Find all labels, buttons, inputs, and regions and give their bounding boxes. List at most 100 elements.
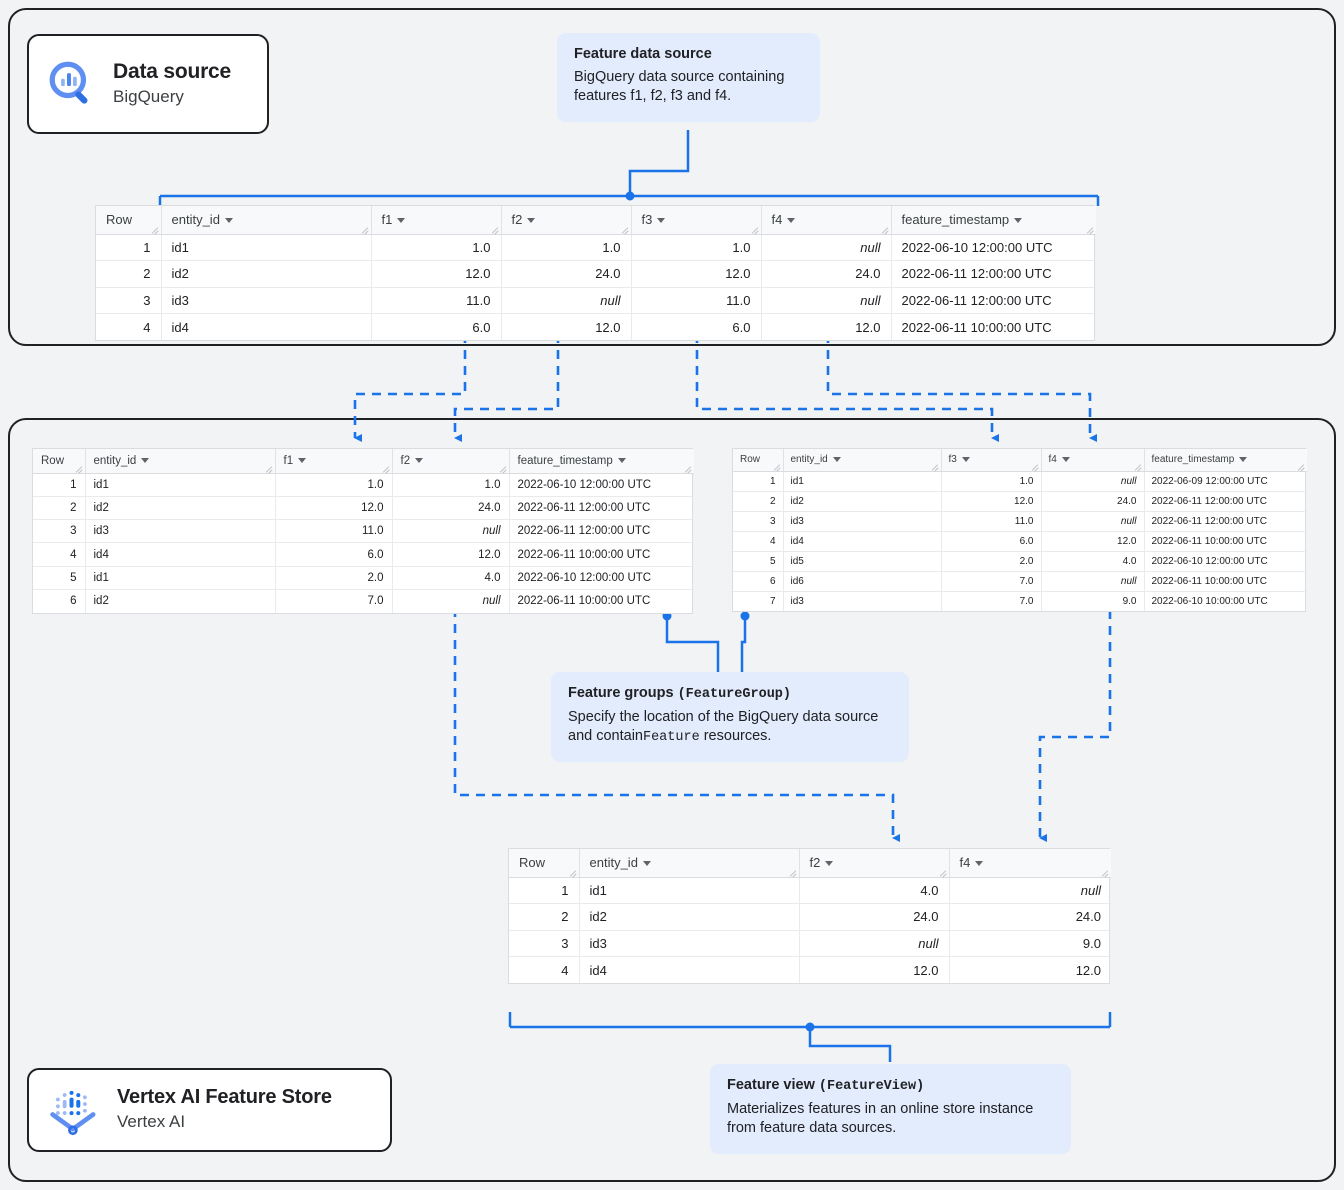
chevron-down-icon[interactable] — [825, 861, 834, 867]
chevron-down-icon[interactable] — [224, 218, 233, 224]
column-header-label: f4 — [771, 212, 783, 228]
column-resize-handle-icon[interactable] — [265, 464, 273, 472]
column-resize-handle-icon[interactable] — [1297, 462, 1305, 470]
column-resize-handle-icon[interactable] — [491, 225, 499, 233]
note-body: BigQuery data source containing features… — [574, 69, 785, 105]
cell-feature-timestamp: 2022-06-11 10:00:00 UTC — [901, 319, 1052, 335]
note-title-plain: Feature view — [727, 1077, 819, 1093]
column-resize-handle-icon[interactable] — [499, 464, 507, 472]
column-header-label: Row — [740, 454, 761, 466]
column-header-f2[interactable]: f2 — [392, 449, 510, 474]
cell-feature-timestamp: 2022-06-11 12:00:00 UTC — [509, 519, 694, 544]
column-header-feature-timestamp[interactable]: feature_timestamp — [509, 449, 694, 474]
column-header-label: f1 — [381, 212, 393, 228]
chevron-down-icon[interactable] — [961, 457, 970, 463]
column-resize-handle-icon[interactable] — [382, 464, 390, 472]
column-resize-handle-icon[interactable] — [569, 868, 577, 876]
cell-f2: 12.0 — [392, 542, 510, 567]
column-resize-handle-icon[interactable] — [751, 225, 759, 233]
column-header-entity-id[interactable]: entity_id — [161, 206, 372, 235]
chevron-down-icon[interactable] — [1061, 457, 1070, 463]
cell-row: 1 — [33, 473, 86, 497]
cell-row: 5 — [733, 551, 784, 572]
column-header-feature-timestamp[interactable]: feature_timestamp — [1144, 449, 1307, 472]
column-header-entity-id[interactable]: entity_id — [579, 849, 800, 878]
vertex-ai-feature-store-icon — [47, 1083, 101, 1137]
column-resize-handle-icon[interactable] — [931, 462, 939, 470]
cell-f2: 4.0 — [392, 566, 510, 590]
column-resize-handle-icon[interactable] — [151, 225, 159, 233]
column-header-row[interactable]: Row — [733, 449, 784, 472]
column-header-f3[interactable]: f3 — [941, 449, 1042, 472]
feature-groups-note: Feature groups (FeatureGroup) Specify th… — [551, 672, 909, 763]
chevron-down-icon[interactable] — [1239, 457, 1248, 463]
chevron-down-icon[interactable] — [832, 457, 841, 463]
chevron-down-icon[interactable] — [415, 458, 424, 464]
column-header-label: feature_timestamp — [1151, 454, 1235, 466]
cell-row: 1 — [733, 471, 784, 492]
column-header-row[interactable]: Row — [96, 206, 162, 235]
column-resize-handle-icon[interactable] — [881, 225, 889, 233]
column-header-f1[interactable]: f1 — [275, 449, 393, 474]
chevron-down-icon[interactable] — [642, 861, 651, 867]
column-header-entity-id[interactable]: entity_id — [783, 449, 942, 472]
chevron-down-icon[interactable] — [787, 218, 796, 224]
column-resize-handle-icon[interactable] — [1134, 462, 1142, 470]
column-header-label: f2 — [809, 855, 821, 871]
chevron-down-icon[interactable] — [527, 218, 536, 224]
column-header-f4[interactable]: f4 — [949, 849, 1111, 878]
chevron-down-icon[interactable] — [1014, 218, 1023, 224]
column-header-f3[interactable]: f3 — [631, 206, 762, 235]
chevron-down-icon[interactable] — [617, 458, 626, 464]
chevron-down-icon[interactable] — [975, 861, 984, 867]
column-header-label: f2 — [400, 454, 411, 467]
note-title: Feature view (FeatureView) — [727, 1077, 1054, 1094]
column-header-f4[interactable]: f4 — [1041, 449, 1145, 472]
column-header-label: f2 — [511, 212, 523, 228]
cell-f3: 6.0 — [941, 531, 1042, 552]
column-resize-handle-icon[interactable] — [1031, 462, 1039, 470]
chevron-down-icon[interactable] — [397, 218, 406, 224]
chevron-down-icon[interactable] — [298, 458, 307, 464]
column-header-label: entity_id — [171, 212, 220, 228]
column-header-entity-id[interactable]: entity_id — [85, 449, 276, 474]
cell-entity-id: id4 — [161, 313, 372, 340]
chevron-down-icon[interactable] — [141, 458, 150, 464]
cell-f2: null — [501, 287, 632, 314]
column-resize-handle-icon[interactable] — [1086, 225, 1094, 233]
cell-entity-id: id1 — [85, 566, 276, 590]
column-resize-handle-icon[interactable] — [75, 464, 83, 472]
column-header-row[interactable]: Row — [509, 849, 580, 878]
column-resize-handle-icon[interactable] — [939, 868, 947, 876]
cell-feature-timestamp: 2022-06-11 12:00:00 UTC — [1144, 491, 1307, 512]
column-resize-handle-icon[interactable] — [1101, 868, 1109, 876]
cell-row: 3 — [509, 930, 580, 957]
cell-f2: null — [392, 589, 510, 613]
cell-f2: 4.0 — [799, 877, 950, 904]
column-header-f1[interactable]: f1 — [371, 206, 502, 235]
column-header-f2[interactable]: f2 — [501, 206, 632, 235]
cell-entity-id: id3 — [579, 930, 800, 957]
cell-entity-id: id2 — [85, 496, 276, 521]
column-header-f2[interactable]: f2 — [799, 849, 950, 878]
column-resize-handle-icon[interactable] — [789, 868, 797, 876]
cell-feature-timestamp: 2022-06-10 12:00:00 UTC — [509, 473, 694, 497]
column-header-feature-timestamp[interactable]: feature_timestamp — [891, 206, 1096, 235]
feature-view-note: Feature view (FeatureView) Materializes … — [710, 1064, 1071, 1154]
chevron-down-icon[interactable] — [657, 218, 666, 224]
column-header-f4[interactable]: f4 — [761, 206, 892, 235]
column-resize-handle-icon[interactable] — [684, 464, 692, 472]
column-resize-handle-icon[interactable] — [361, 225, 369, 233]
column-header-label: entity_id — [790, 454, 828, 466]
column-resize-handle-icon[interactable] — [621, 225, 629, 233]
column-resize-handle-icon[interactable] — [773, 462, 781, 470]
column-header-row[interactable]: Row — [33, 449, 86, 474]
feature-store-chip-title: Vertex AI Feature Store — [117, 1086, 332, 1109]
